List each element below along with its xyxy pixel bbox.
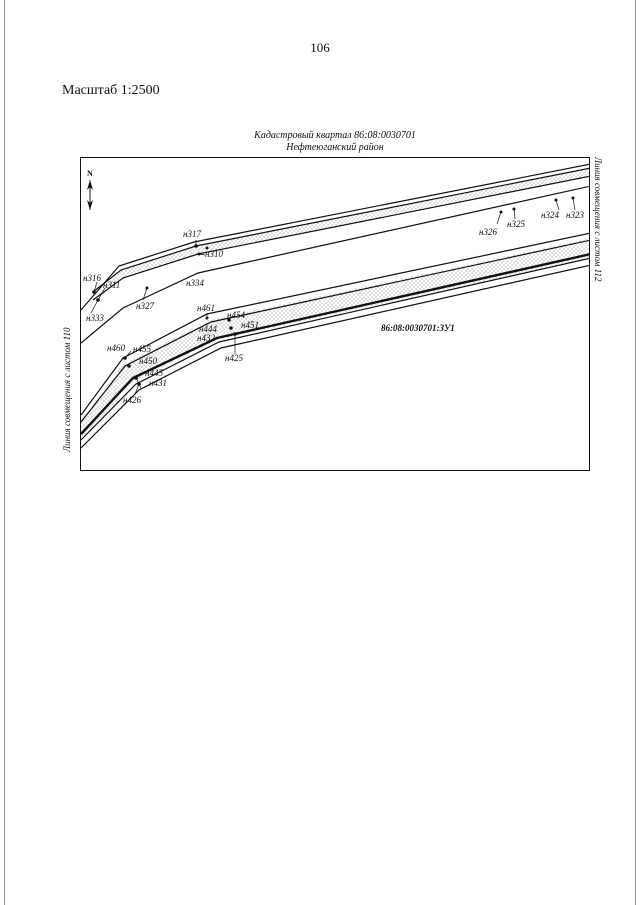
point-label-n425: н425 — [225, 353, 243, 363]
upper-boundary-bottom — [92, 175, 589, 301]
left-sheet-join-label: Линия совмещения с листом 110 — [62, 327, 72, 452]
point-leaders — [90, 197, 576, 395]
upper-outer-line — [81, 163, 589, 311]
point-label-n426: н426 — [123, 395, 141, 405]
upper-boundary-top — [92, 167, 589, 293]
point-label-n461: н461 — [197, 303, 215, 313]
lower-outer-line-top — [81, 232, 589, 416]
point-label-n455: н455 — [133, 344, 151, 354]
map-title: Кадастровый квартал 86:08:0030701 Нефтею… — [80, 130, 590, 154]
point-label-n327: н327 — [136, 301, 154, 311]
point-label-n445: н445 — [145, 368, 163, 378]
map-canvas: N — [81, 163, 589, 449]
point-label-n450: н450 — [139, 356, 157, 366]
point-labels: н316 н311 н333 н327 н317 н310 н334 н326 … — [83, 210, 584, 405]
point-label-n310: н310 — [205, 249, 223, 259]
map-frame: N — [80, 157, 590, 471]
lower-boundary-bottom — [81, 257, 589, 441]
point-label-n316: н316 — [83, 273, 101, 283]
page-edge-right — [635, 0, 636, 905]
point-label-n325: н325 — [507, 219, 525, 229]
lower-corridor — [81, 232, 589, 449]
upper-corridor-fill — [99, 168, 589, 298]
page-edge-left — [4, 0, 5, 905]
page-number: 106 — [310, 40, 330, 55]
lower-boundary-top — [81, 239, 589, 423]
right-sheet-join-label: Линия совмещения с листом 112 — [593, 157, 603, 282]
point-label-n451: н451 — [241, 320, 259, 330]
lower-outer-line-bottom — [81, 264, 589, 449]
upper-lower-line — [81, 185, 589, 344]
point-label-n454: н454 — [227, 310, 245, 320]
scale-label: Масштаб 1:2500 — [62, 83, 160, 98]
upper-corridor — [81, 163, 589, 344]
lower-road-line — [81, 253, 589, 435]
point-label-n311: н311 — [103, 280, 120, 290]
north-label: N — [87, 169, 93, 178]
point-label-n326: н326 — [479, 227, 497, 237]
point-label-n431: н431 — [149, 378, 167, 388]
point-label-n324: н324 — [541, 210, 559, 220]
cadastral-quarter-title: Кадастровый квартал 86:08:0030701 — [254, 130, 416, 141]
parcel-label: 86:08:0030701:ЗУ1 — [381, 323, 455, 333]
point-label-n317: н317 — [183, 229, 201, 239]
point-markers — [92, 196, 575, 386]
point-label-n334: н334 — [186, 278, 204, 288]
point-label-n333: н333 — [86, 313, 104, 323]
point-label-n444: н444 — [199, 324, 217, 334]
north-arrow-icon: N — [87, 169, 93, 210]
district-title: Нефтеюганский район — [286, 142, 384, 153]
point-label-n323: н323 — [566, 210, 584, 220]
point-label-n460: н460 — [107, 343, 125, 353]
lower-corridor-fill — [81, 238, 589, 438]
point-label-n432: н432 — [197, 333, 215, 343]
